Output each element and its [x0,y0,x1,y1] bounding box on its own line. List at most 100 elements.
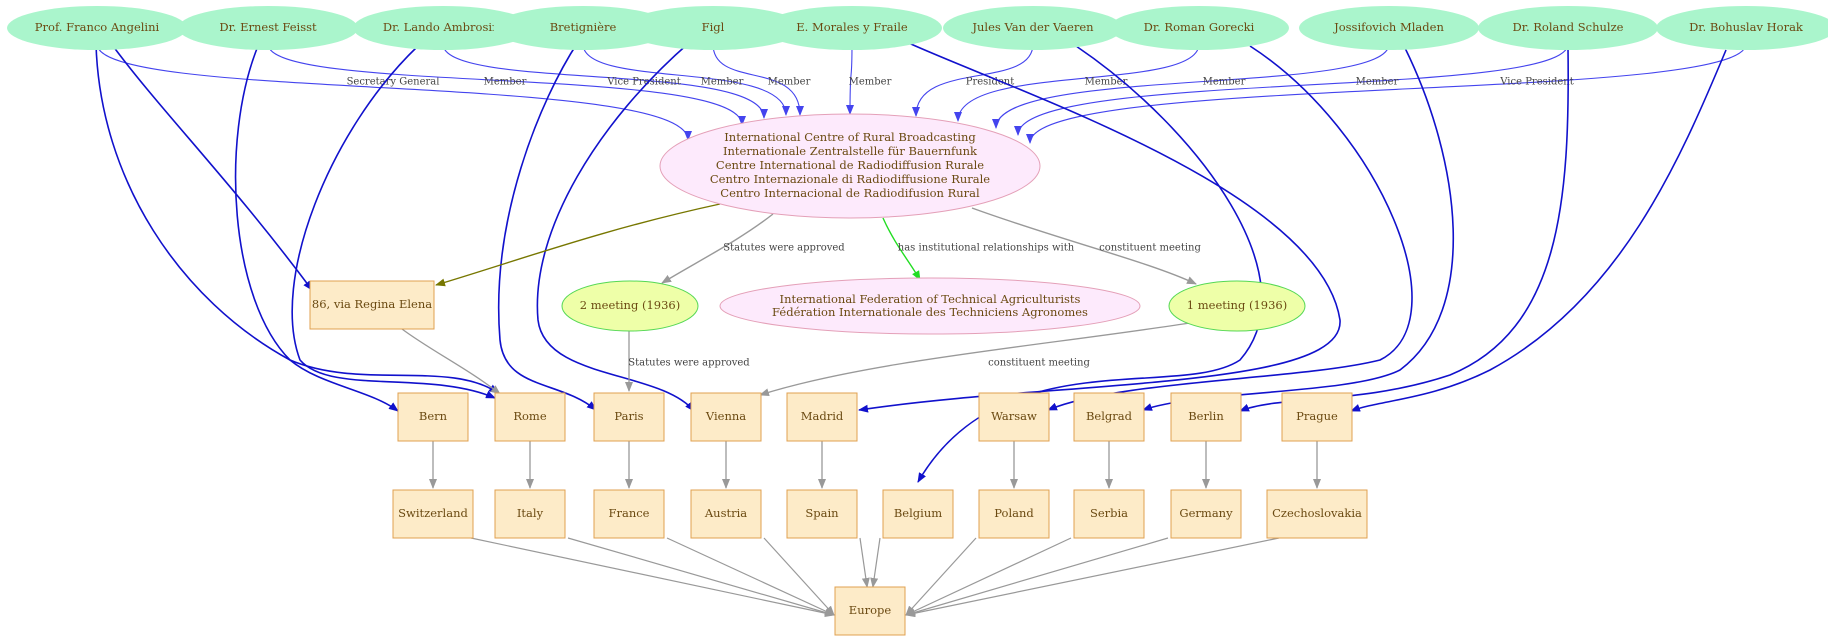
address-node[interactable]: 86, via Regina Elena [309,280,435,330]
country-node-label: Italy [517,506,544,520]
continent-edge-france [666,537,835,616]
person-node[interactable]: Dr. Roland Schulze [1478,6,1658,50]
country-node[interactable]: Switzerland [392,489,474,539]
org-edge-federation [882,217,921,281]
person-node[interactable]: Prof. Franco Angelini [7,6,187,50]
person-node-shape [1478,6,1658,50]
country-node-shape [690,489,762,539]
role-edge-schulze [1014,43,1569,136]
country-node-shape [494,489,566,539]
city-node-shape [494,392,566,442]
organization-name-line: International Centre of Rural Broadcasti… [724,130,976,144]
city-node-label: Bern [419,409,448,423]
country-node-shape [978,489,1050,539]
person-node[interactable]: Bretignière [493,6,673,50]
city-node[interactable]: Bern [397,392,469,442]
city-node[interactable]: Berlin [1170,392,1242,442]
continent-edge-italy [567,537,835,617]
location-edge-gorecki-warsaw [1047,45,1413,411]
person-node[interactable]: Jules Van der Vaeren [943,6,1123,50]
continent-node[interactable]: Europe [834,586,906,636]
role-edge-label: Member [701,77,744,88]
person-label: Dr. Roland Schulze [1513,20,1624,34]
person-node-shape [1656,6,1828,50]
continent-edge-spain [859,537,870,588]
org-edge-m2 [661,213,774,284]
city-node[interactable]: Vienna [690,392,762,442]
federation-node-shape [719,277,1141,335]
country-node-shape [1266,489,1368,539]
city-node[interactable]: Warsaw [978,392,1050,442]
person-node[interactable]: Dr. Ernest Feisst [178,6,358,50]
country-node-shape [786,489,858,539]
role-edge-label: Vice President [1499,77,1573,88]
meeting-label: 2 meeting (1936) [580,298,680,312]
country-node[interactable]: Austria [690,489,762,539]
country-node-shape [392,489,474,539]
role-edge-angelini [96,43,692,141]
location-edge-angelini-address [109,41,313,291]
federation-node[interactable]: International Federation of Technical Ag… [719,277,1141,335]
role-edge-label: Member [484,77,527,88]
org-edge-label: constituent meeting [1099,243,1201,254]
organization-name-line: Centre International de Radiodiffusion R… [716,158,984,172]
country-node[interactable]: Serbia [1073,489,1145,539]
person-node-shape [1109,6,1289,50]
meeting-edge-label: Statutes were approved [628,358,750,369]
city-node[interactable]: Prague [1281,392,1353,442]
city-node[interactable]: Paris [593,392,665,442]
person-node-shape [7,6,187,50]
organization-name-line: Centro Internacional de Radiodifusion Ru… [720,186,980,200]
country-node-label: France [609,506,650,520]
role-edge-mladen [992,43,1390,129]
location-edge-figl-vienna [536,41,695,412]
country-node-label: Czechoslovakia [1272,506,1362,520]
continent-edge-serbia [905,537,1072,616]
person-node[interactable]: Dr. Lando Ambrosini [353,6,533,50]
country-node[interactable]: Germany [1170,489,1242,539]
organization-name-line: Centro Internazionale di Radiodiffusione… [710,172,990,186]
location-edge-bretigniere-paris [497,41,597,411]
country-node[interactable]: France [593,489,665,539]
location-edge-ambrosini-rome [291,45,496,399]
org-edge-label: Statutes were approved [723,243,845,254]
continent-edge-austria [763,537,835,616]
organization-name-line: Internationale Zentralstelle für Bauernf… [723,144,978,158]
city-node[interactable]: Madrid [786,392,858,442]
country-node-label: Spain [805,506,839,520]
person-label: Jossifovich Mladen [1333,20,1444,34]
person-node[interactable]: Dr. Roman Gorecki [1109,6,1289,50]
city-node[interactable]: Rome [494,392,566,442]
country-node[interactable]: Spain [786,489,858,539]
role-edge-label: Member [1356,77,1399,88]
federation-name-line: Fédération Internationale des Technicien… [772,305,1088,319]
person-label: E. Morales y Fraile [796,20,908,34]
person-node[interactable]: E. Morales y Fraile [762,6,942,50]
country-node[interactable]: Italy [494,489,566,539]
person-node[interactable]: Dr. Bohuslav Horak [1656,6,1828,50]
country-node[interactable]: Poland [978,489,1050,539]
role-edge-label: Member [1203,77,1246,88]
address-edge [401,328,501,395]
person-label: Dr. Bohuslav Horak [1689,20,1804,34]
role-edge-horak [1026,43,1747,144]
country-node[interactable]: Czechoslovakia [1266,489,1368,539]
city-node-label: Paris [614,409,643,423]
continent-edge-germany [905,537,1169,617]
role-edge-label: President [966,77,1015,88]
person-label: Bretignière [550,20,617,34]
meeting-node[interactable]: 2 meeting (1936) [561,280,699,332]
person-node-shape [762,6,942,50]
meeting-node[interactable]: 1 meeting (1936) [1168,280,1306,332]
city-node-shape [1281,392,1353,442]
person-label: Jules Van der Vaeren [971,20,1094,34]
city-node[interactable]: Belgrad [1073,392,1145,442]
organization-node[interactable]: International Centre of Rural Broadcasti… [659,113,1041,219]
country-node[interactable]: Belgium [882,489,954,539]
country-node-label: Germany [1179,506,1233,520]
location-edge-horak-prague [1350,49,1727,412]
address-node-label: 86, via Regina Elena [312,297,432,311]
person-node[interactable]: Figl [623,6,803,50]
person-node[interactable]: Jossifovich Mladen [1299,6,1479,50]
city-node-label: Vienna [705,409,746,423]
